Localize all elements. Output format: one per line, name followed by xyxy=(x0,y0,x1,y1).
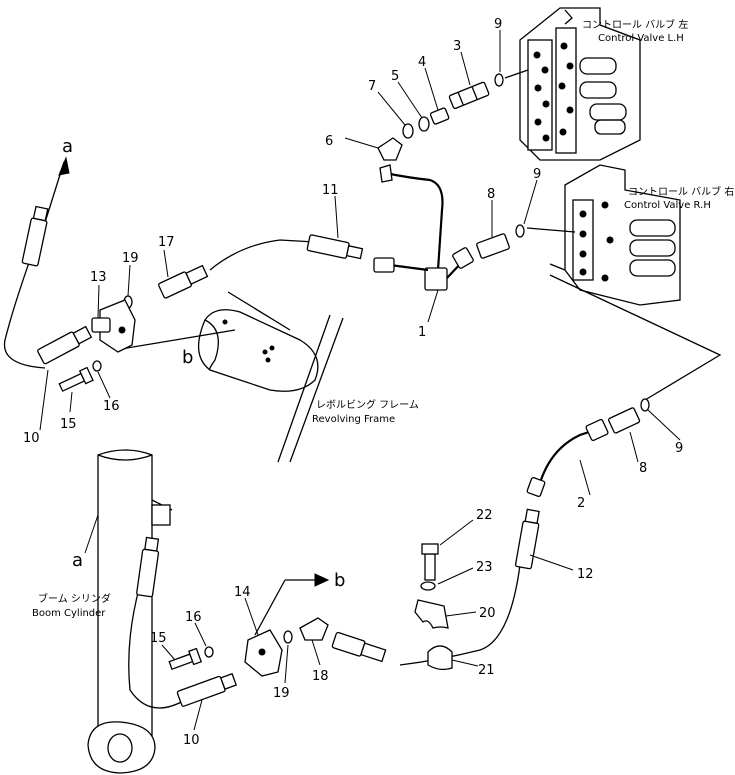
label-control-valve-lh-en: Control Valve L.H xyxy=(598,33,684,44)
callout-22: 22 xyxy=(476,508,493,523)
callout-10-upper: 10 xyxy=(23,431,40,446)
callout-6: 6 xyxy=(325,134,333,149)
reference-b-label: b xyxy=(182,347,193,368)
label-control-valve-lh-jp: コントロール バルブ 左 xyxy=(582,18,688,31)
fittings xyxy=(21,73,650,707)
leader-lines xyxy=(39,30,681,731)
callout-18: 18 xyxy=(312,669,329,684)
callout-10-lower: 10 xyxy=(183,733,200,748)
label-revolving-frame-jp: レボルビング フレーム xyxy=(316,398,419,411)
arrow-b-label: b xyxy=(334,570,345,591)
label-control-valve-rh-jp: コントロール バルブ 右 xyxy=(628,185,734,198)
arrow-a-label: a xyxy=(62,136,73,157)
callout-8-upper: 8 xyxy=(487,187,495,202)
callout-21: 21 xyxy=(478,663,495,678)
label-control-valve-rh-en: Control Valve R.H xyxy=(624,200,711,211)
revolving-frame-section xyxy=(198,291,344,463)
callout-7: 7 xyxy=(368,79,376,94)
label-revolving-frame-en: Revolving Frame xyxy=(312,414,395,425)
callout-17: 17 xyxy=(158,235,175,250)
arrowheads xyxy=(58,156,330,587)
callout-8-lower: 8 xyxy=(639,461,647,476)
callout-19-lower: 19 xyxy=(273,686,290,701)
callout-15-lower: 15 xyxy=(150,631,167,646)
callout-15-upper: 15 xyxy=(60,417,77,432)
callout-9-mid: 9 xyxy=(533,167,541,182)
control-valve-lh xyxy=(519,7,641,161)
callout-13: 13 xyxy=(90,270,107,285)
callout-4: 4 xyxy=(418,55,426,70)
callout-16-lower: 16 xyxy=(185,610,202,625)
callout-14: 14 xyxy=(234,585,251,600)
callout-5: 5 xyxy=(391,69,399,84)
callout-23: 23 xyxy=(476,560,493,575)
arrow-a-head xyxy=(58,156,70,176)
callout-19-upper: 19 xyxy=(122,251,139,266)
callout-1: 1 xyxy=(418,325,426,340)
callout-12: 12 xyxy=(577,567,594,582)
control-valve-rh xyxy=(549,164,681,306)
part-callouts: 1 2 3 4 5 6 7 8 8 9 9 9 10 10 11 12 13 1… xyxy=(23,17,683,748)
callout-2: 2 xyxy=(577,496,585,511)
label-boom-cylinder-jp: ブーム シリンダ xyxy=(38,592,111,605)
boom-cylinder xyxy=(87,449,173,774)
callout-20: 20 xyxy=(479,606,496,621)
callout-9-low: 9 xyxy=(675,441,683,456)
arrow-b-head xyxy=(314,573,330,587)
reference-a-label: a xyxy=(72,550,83,571)
callout-3: 3 xyxy=(453,39,461,54)
label-boom-cylinder-en: Boom Cylinder xyxy=(32,608,106,619)
callout-11: 11 xyxy=(322,183,339,198)
callout-16-upper: 16 xyxy=(103,399,120,414)
text-labels: コントロール バルブ 左 Control Valve L.H コントロール バル… xyxy=(32,18,734,619)
callout-9-top: 9 xyxy=(494,17,502,32)
